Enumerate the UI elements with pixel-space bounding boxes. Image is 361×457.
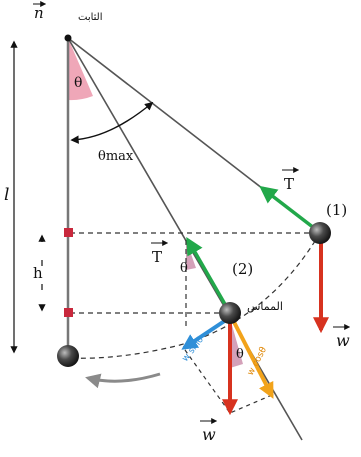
bob-rest: [57, 345, 79, 367]
theta-small-label: θ: [236, 347, 244, 362]
component-blue-label: w sinθ: [180, 335, 206, 364]
marker-bottom: [64, 308, 73, 317]
n-label: n: [34, 4, 44, 22]
tangent-label: المماس: [247, 300, 283, 313]
theta-max-arc: [70, 101, 154, 144]
bob-position-1: [309, 222, 331, 244]
theta-angle-wedge: [68, 38, 93, 101]
pivot-point: [64, 34, 72, 42]
weight-label-2: w: [202, 425, 216, 444]
marker-top: [64, 228, 73, 237]
component-blue-arrow: [181, 318, 228, 350]
theta-max-label: θmax: [98, 149, 134, 164]
bob-position-2: [219, 302, 241, 324]
tension-label-2: T: [152, 248, 162, 266]
theta-pivot-label: θ: [74, 75, 82, 91]
weight-label-1: w: [336, 331, 350, 350]
component-orange-arrow: [232, 321, 274, 399]
theta-bob-label: θ: [180, 261, 188, 276]
length-label: l: [4, 185, 9, 205]
tension-arrow-1: [259, 185, 316, 230]
component-guide-2: [229, 394, 273, 414]
height-label: h: [33, 264, 43, 282]
motion-arrow: [85, 372, 161, 389]
pivot-label: الثابت: [78, 12, 103, 23]
tension-arrow-2: [186, 236, 228, 307]
position-1-label: (1): [326, 201, 347, 219]
tension-label-1: T: [284, 175, 294, 193]
theta-angle-wedge-3: [230, 318, 243, 368]
position-2-label: (2): [232, 260, 253, 278]
